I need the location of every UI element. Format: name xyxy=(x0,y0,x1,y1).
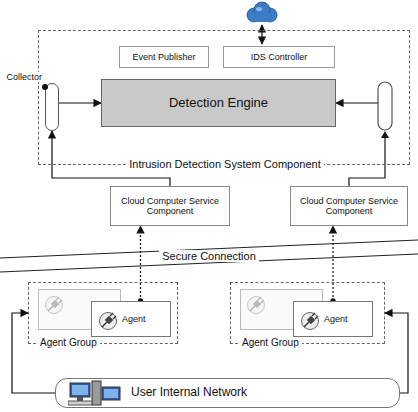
dotted-connector xyxy=(140,226,141,301)
box-label: Agent xyxy=(122,314,146,324)
agent-group: AgentAgent Group xyxy=(28,282,178,344)
box-label: Cloud Computer Service Component xyxy=(295,196,403,217)
module-box: Event Publisher xyxy=(119,46,209,68)
box-label: Agent xyxy=(324,314,348,324)
connector-dot xyxy=(42,84,48,90)
agent-box: Agent xyxy=(91,301,171,337)
service-box: Cloud Computer Service Component xyxy=(110,186,230,226)
caption-label: Secure Connection xyxy=(159,250,259,263)
connector-arrow xyxy=(336,103,385,186)
module-box: IDS Controller xyxy=(223,46,335,68)
box-label: Cloud Computer Service Component xyxy=(115,196,225,217)
arrow-head xyxy=(381,131,389,138)
double-arrow xyxy=(261,25,262,44)
box-label: Event Publisher xyxy=(132,52,195,62)
service-box: Cloud Computer Service Component xyxy=(290,186,408,226)
cloud-icon xyxy=(247,2,277,22)
box-label: User Internal Network xyxy=(131,386,247,400)
plug-icon xyxy=(96,309,120,333)
collector-pill xyxy=(378,82,392,130)
caption-label: Intrusion Detection System Component xyxy=(126,158,323,171)
agent-group: AgentAgent Group xyxy=(230,282,385,344)
box-label: Detection Engine xyxy=(169,96,268,111)
system-component: Event Publisher IDS ControllerDetection E… xyxy=(38,30,410,165)
collector-pill: Collector xyxy=(45,83,59,131)
caption-label: Agent Group xyxy=(37,337,100,349)
network-box: User Internal Network xyxy=(55,378,400,408)
box-label: IDS Controller xyxy=(251,52,308,62)
connection-band: Secure Connection xyxy=(0,232,418,280)
caption-label: Collector xyxy=(6,72,42,82)
dotted-connector xyxy=(332,226,333,301)
connector-arrow xyxy=(59,102,101,103)
engine-box: Detection Engine xyxy=(101,79,336,127)
caption-label: Agent Group xyxy=(239,337,302,349)
plug-icon xyxy=(298,309,322,333)
computer-icon xyxy=(68,379,124,407)
agent-box: Agent xyxy=(293,301,373,337)
